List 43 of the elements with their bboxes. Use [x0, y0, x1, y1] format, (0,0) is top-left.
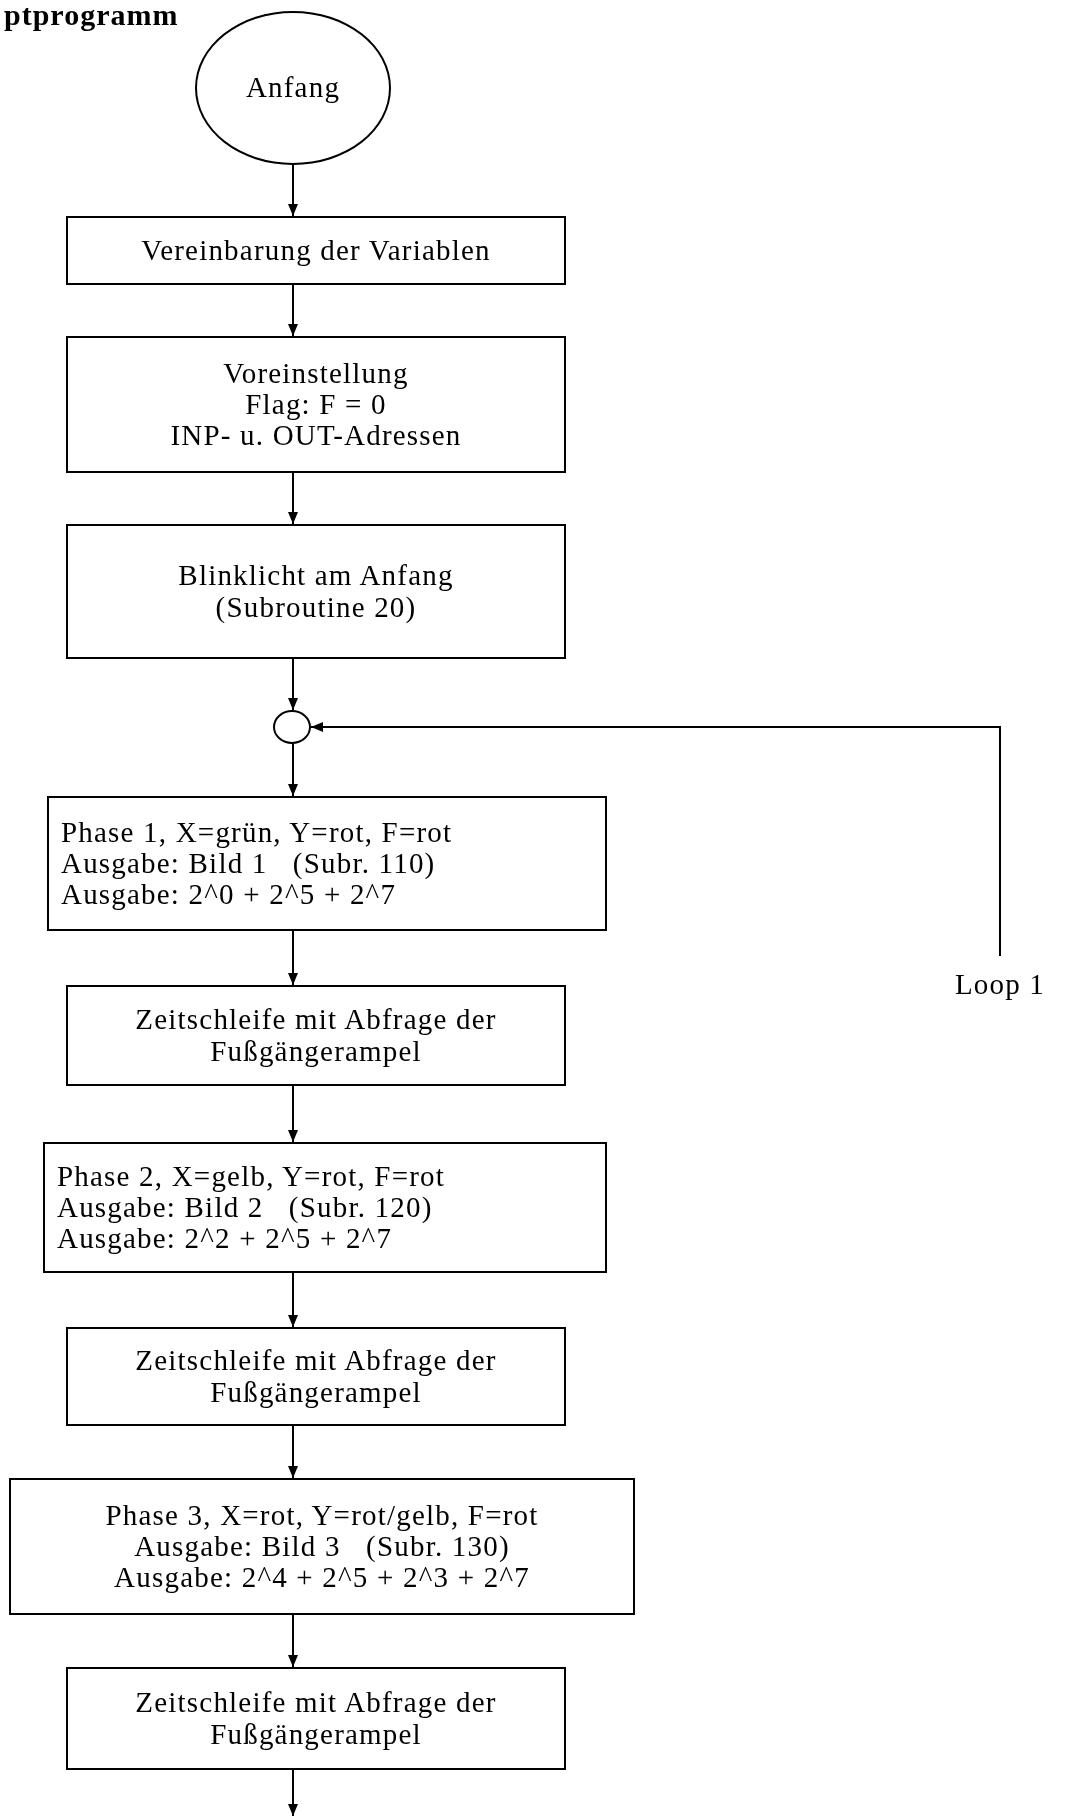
process-box [66, 524, 566, 659]
box-text: Zeitschleife mit Abfrage der Fußgängerampel [134, 1345, 498, 1408]
process-box [66, 336, 566, 473]
box-text: Voreinstellung [223, 357, 409, 389]
process-box [66, 1667, 566, 1770]
process-box [9, 1478, 635, 1615]
arrow [288, 164, 298, 217]
arrow [288, 1614, 298, 1668]
box-text: Ausgabe: Bild 2 (Subr. 120) [57, 1191, 433, 1224]
process-box [66, 985, 566, 1086]
process-box [66, 216, 566, 285]
box-text: Phase 2, X=gelb, Y=rot, F=rot [57, 1160, 446, 1192]
box-text: INP- u. OUT-Adressen [170, 420, 462, 452]
arrow [288, 472, 298, 525]
box-text: Phase 1, X=grün, Y=rot, F=rot [61, 816, 453, 848]
box-text: Ausgabe: 2^0 + 2^5 + 2^7 [61, 879, 397, 911]
arrow [288, 1272, 298, 1328]
box-text: Vereinbarung der Variablen [141, 234, 491, 267]
box-text: Phase 3, X=rot, Y=rot/gelb, F=rot [105, 1499, 539, 1531]
process-box [66, 1327, 566, 1426]
box-text: Zeitschleife mit Abfrage der Fußgängerampel [134, 1004, 498, 1067]
title: ptprogramm [4, 0, 179, 30]
arrow [288, 284, 298, 337]
box-text: Blinklicht am Anfang [178, 560, 454, 592]
arrow [288, 1425, 298, 1479]
connector-circle [273, 710, 311, 744]
box-text: Ausgabe: 2^4 + 2^5 + 2^3 + 2^7 [114, 1562, 530, 1594]
loop-label: Loop 1 [954, 969, 1046, 1001]
box-text: Flag: F = 0 [245, 388, 387, 421]
process-box [43, 1142, 607, 1273]
box-text: (Subroutine 20) [215, 591, 417, 623]
box-text: Ausgabe: 2^2 + 2^5 + 2^7 [57, 1223, 393, 1255]
arrow [288, 1085, 298, 1143]
arrow [310, 722, 1001, 957]
process-box [47, 796, 607, 931]
arrow [288, 1769, 298, 1816]
arrow [288, 743, 298, 797]
box-text: Zeitschleife mit Abfrage der Fußgängerampel [134, 1687, 498, 1750]
box-text: Ausgabe: Bild 1 (Subr. 110) [61, 847, 436, 880]
box-text: Anfang [245, 72, 341, 104]
arrow [288, 658, 298, 711]
box-text: Ausgabe: Bild 3 (Subr. 130) [134, 1530, 510, 1563]
arrow [288, 930, 298, 986]
